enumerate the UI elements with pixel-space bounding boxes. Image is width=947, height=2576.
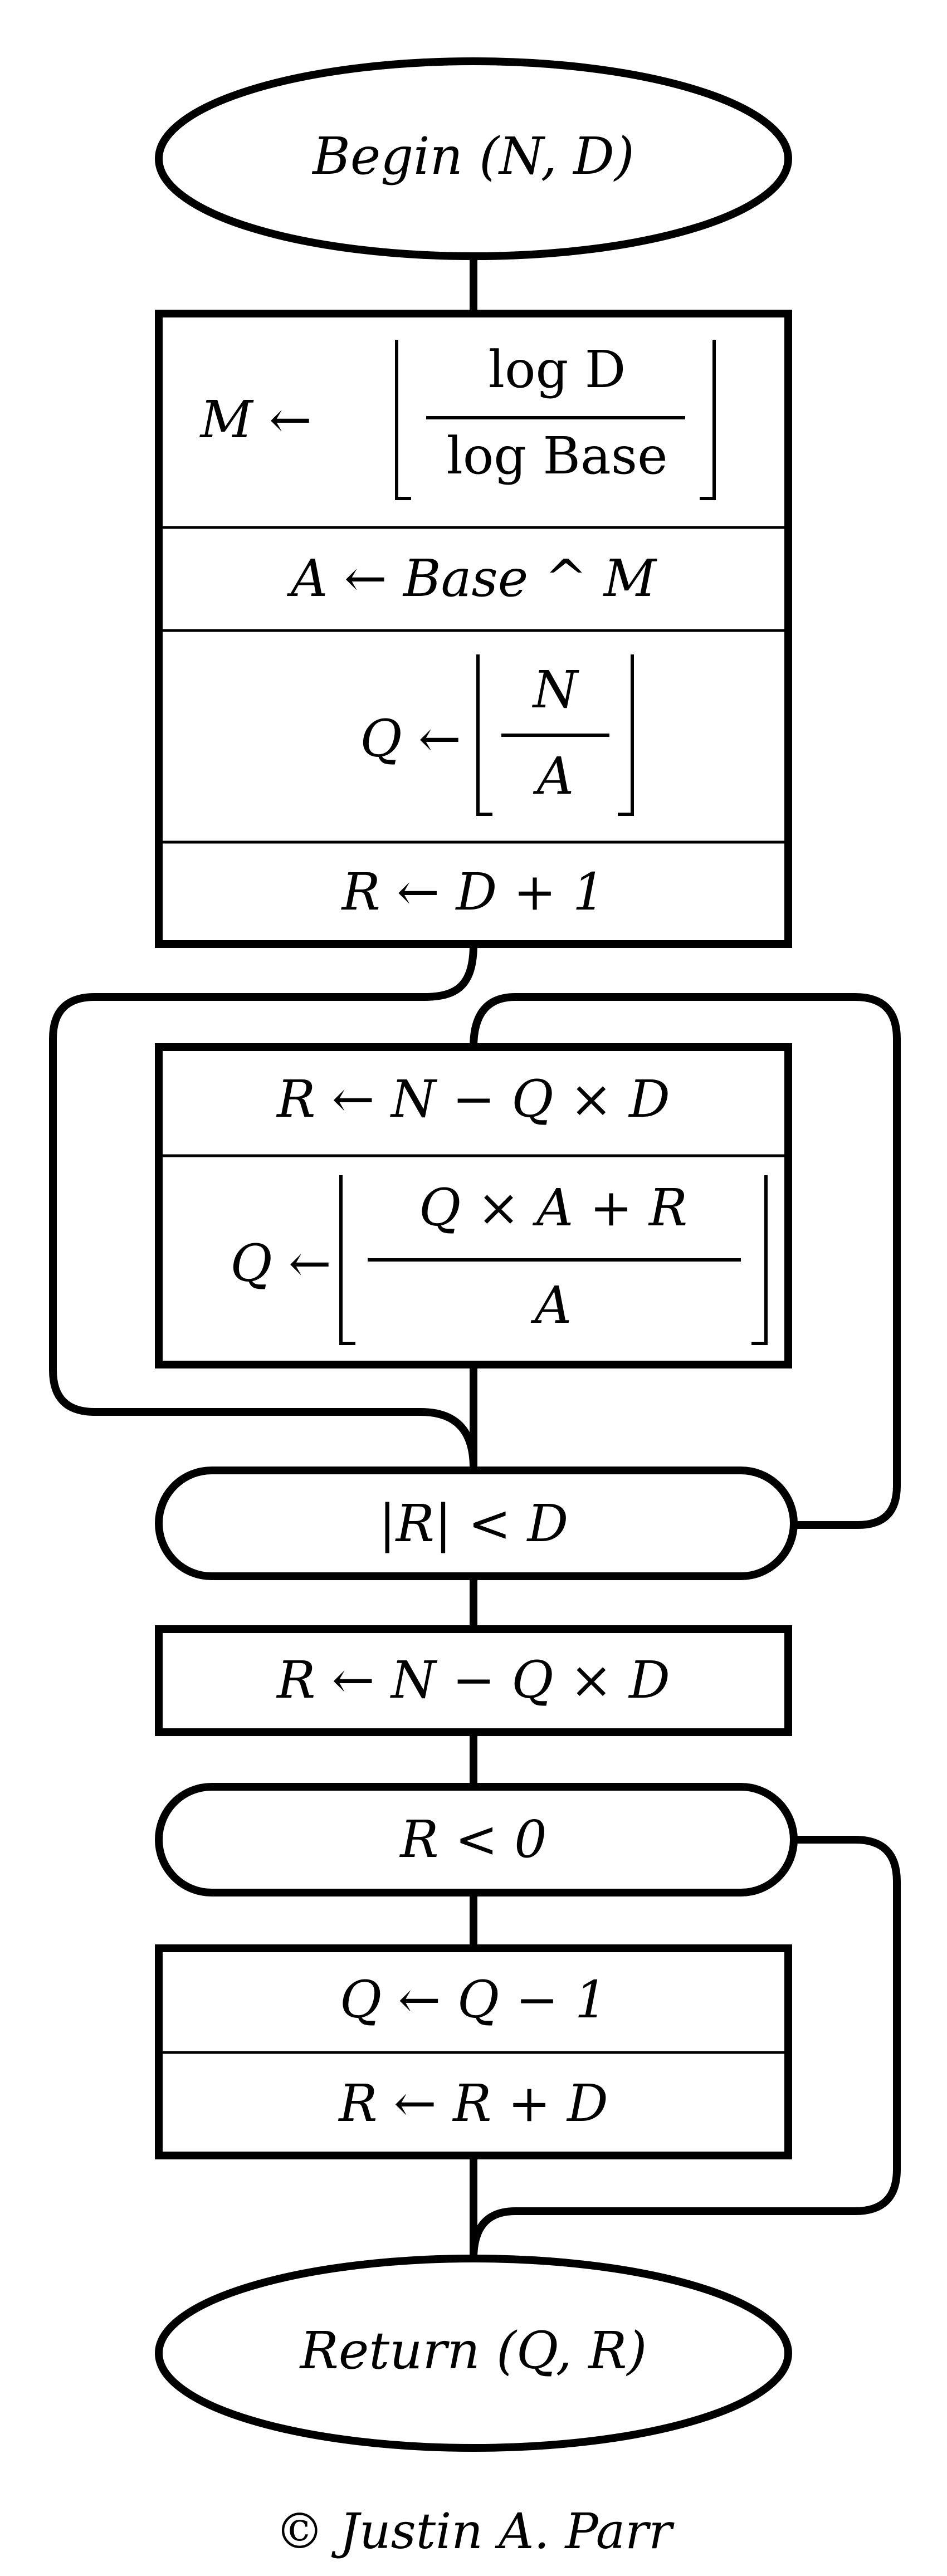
init-to-condition-bypass: [49, 944, 477, 1468]
floor-left-bracket: [476, 654, 492, 816]
begin-terminal: Begin (N, D): [155, 57, 792, 260]
floor-right-bracket: [700, 340, 716, 500]
loop-r-assignment: R ← N − Q × D: [276, 1069, 670, 1129]
loop-q-lhs: Q ←: [230, 1234, 331, 1293]
q-denominator: A: [533, 746, 574, 806]
init-block: M ← log D log Base A ← Base ^ M Q ← N A …: [155, 310, 792, 948]
begin-label: Begin (N, D): [311, 126, 634, 186]
loop-condition-label: |R| < D: [379, 1494, 569, 1553]
copyright-notice: © Justin A. Parr: [275, 2502, 675, 2560]
loop-q-numerator: Q × A + R: [419, 1178, 687, 1238]
loop-back-arrow: [470, 993, 901, 1529]
loop-q-assignment: Q ← Q × A + R A: [230, 1175, 768, 1345]
adjust-q-assignment: Q ← Q − 1: [340, 1970, 608, 2030]
check-skip-arrow: [470, 1836, 901, 2259]
m-lhs: M ←: [199, 390, 312, 449]
adjust-block: Q ← Q − 1 R ← R + D: [155, 1944, 792, 2159]
loop-condition-decision: |R| < D: [155, 1467, 798, 1580]
floor-right-bracket: [751, 1175, 768, 1345]
final-block: R ← N − Q × D: [155, 1625, 792, 1736]
m-denominator: log Base: [446, 426, 667, 486]
q-numerator: N: [532, 660, 580, 720]
return-label: Return (Q, R): [299, 2321, 647, 2381]
return-terminal: Return (Q, R): [155, 2255, 792, 2452]
floor-left-bracket: [395, 340, 411, 500]
floor-right-bracket: [618, 654, 634, 816]
loop-block: R ← N − Q × D Q ← Q × A + R A: [155, 1043, 792, 1368]
final-r-assignment: R ← N − Q × D: [276, 1650, 670, 1710]
connector-lines: [49, 256, 901, 2261]
q-lhs: Q ←: [360, 709, 461, 769]
negative-check-label: R < 0: [399, 1810, 546, 1869]
r-initial-assignment: R ← D + 1: [341, 862, 606, 922]
a-assignment: A ← Base ^ M: [286, 549, 658, 608]
negative-check-decision: R < 0: [155, 1783, 798, 1896]
m-assignment: M ← log D log Base: [199, 340, 716, 500]
loop-q-denominator: A: [530, 1275, 572, 1335]
adjust-r-assignment: R ← R + D: [338, 2074, 608, 2133]
q-assignment: Q ← N A: [360, 654, 634, 816]
m-numerator: log D: [489, 340, 626, 399]
floor-left-bracket: [339, 1175, 355, 1345]
